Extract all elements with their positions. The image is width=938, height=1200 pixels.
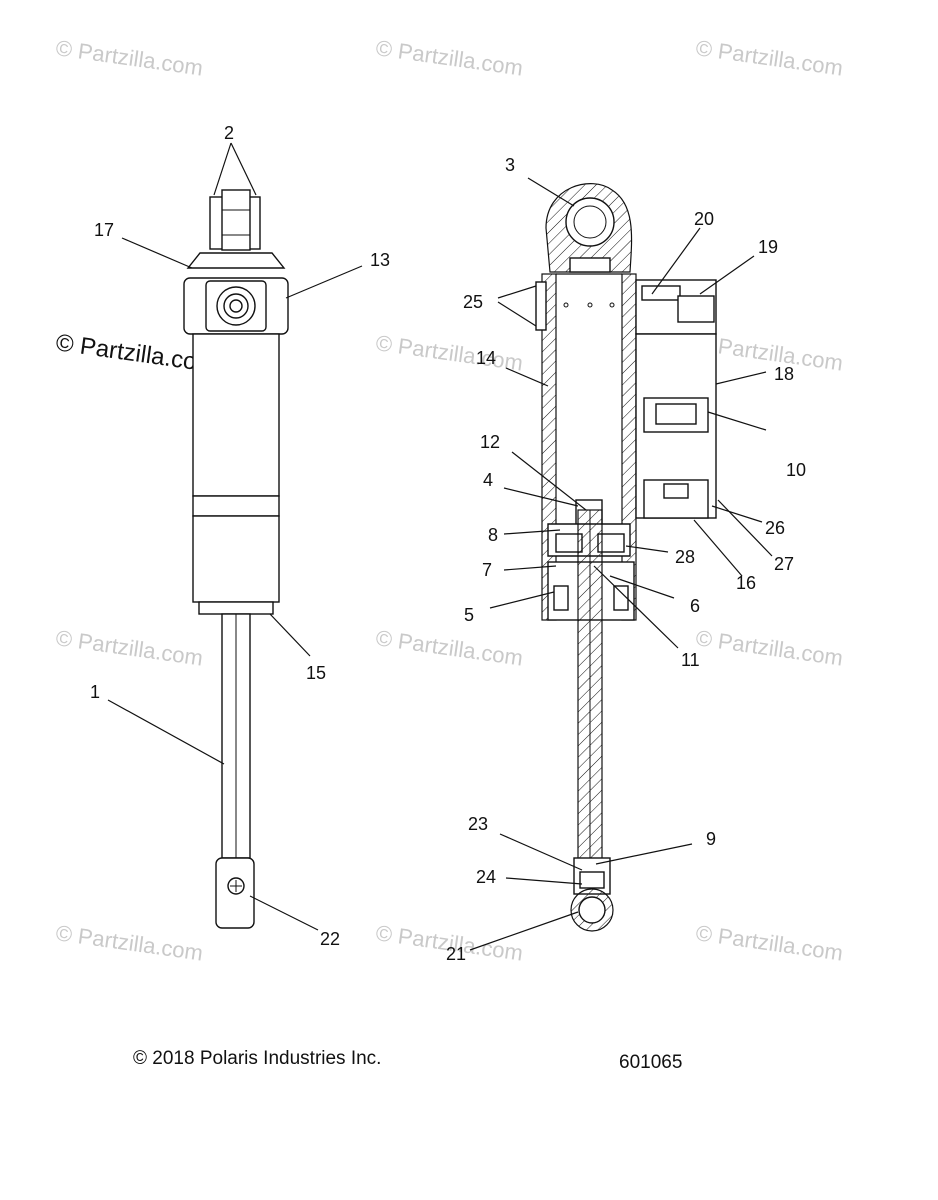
watermark: © Partzilla.com	[54, 920, 204, 965]
callout-28: 28	[675, 547, 695, 567]
shock-exterior-view	[183, 189, 289, 929]
callout-16: 16	[736, 573, 756, 593]
callout-23: 23	[468, 814, 488, 834]
callout-18: 18	[774, 364, 794, 384]
callout-22: 22	[320, 929, 340, 949]
callout-11: 11	[681, 650, 700, 670]
callout-5: 5	[464, 605, 474, 625]
watermark: © Partzilla.com	[694, 330, 844, 375]
watermark: © Partzilla.com	[374, 35, 524, 80]
callout-8: 8	[488, 525, 498, 545]
watermark: © Partzilla.com	[374, 330, 524, 375]
watermark: © Partzilla.com	[374, 625, 524, 670]
callout-4: 4	[483, 470, 493, 490]
callout-19: 19	[758, 237, 778, 257]
watermark: © Partzilla.com	[54, 35, 204, 80]
callout-14: 14	[476, 348, 496, 368]
callout-9: 9	[706, 829, 716, 849]
callout-25: 25	[463, 292, 483, 312]
callout-1: 1	[90, 682, 100, 702]
watermark: © Partzilla.com	[694, 920, 844, 965]
callout-20: 20	[694, 209, 714, 229]
callout-2: 2	[224, 123, 234, 143]
watermark: © Partzilla.com	[54, 625, 204, 670]
copyright-notice: © 2018 Polaris Industries Inc.	[133, 1048, 382, 1069]
callout-13: 13	[370, 250, 390, 270]
callout-17: 17	[94, 220, 114, 240]
watermark: © Partzilla.com	[694, 625, 844, 670]
callout-24: 24	[476, 867, 496, 887]
watermark-layer: © Partzilla.com © Partzilla.com © Partzi…	[54, 35, 844, 965]
leader-lines	[107, 142, 773, 951]
shock-section-view	[535, 183, 717, 932]
callout-3: 3	[505, 155, 515, 175]
diagram-number: 601065	[619, 1052, 683, 1073]
watermark: © Partzilla.com	[694, 35, 844, 80]
callout-15: 15	[306, 663, 326, 683]
callout-27: 27	[774, 554, 794, 574]
callout-7: 7	[482, 560, 492, 580]
callout-12: 12	[480, 432, 500, 452]
callout-6: 6	[690, 596, 700, 616]
callout-labels: 1 2 3 4 5 6 7 8 9 10 11 12 13 14 15 16 1…	[90, 123, 806, 964]
callout-10: 10	[786, 460, 806, 480]
callout-26: 26	[765, 518, 785, 538]
callout-21: 21	[446, 944, 466, 964]
